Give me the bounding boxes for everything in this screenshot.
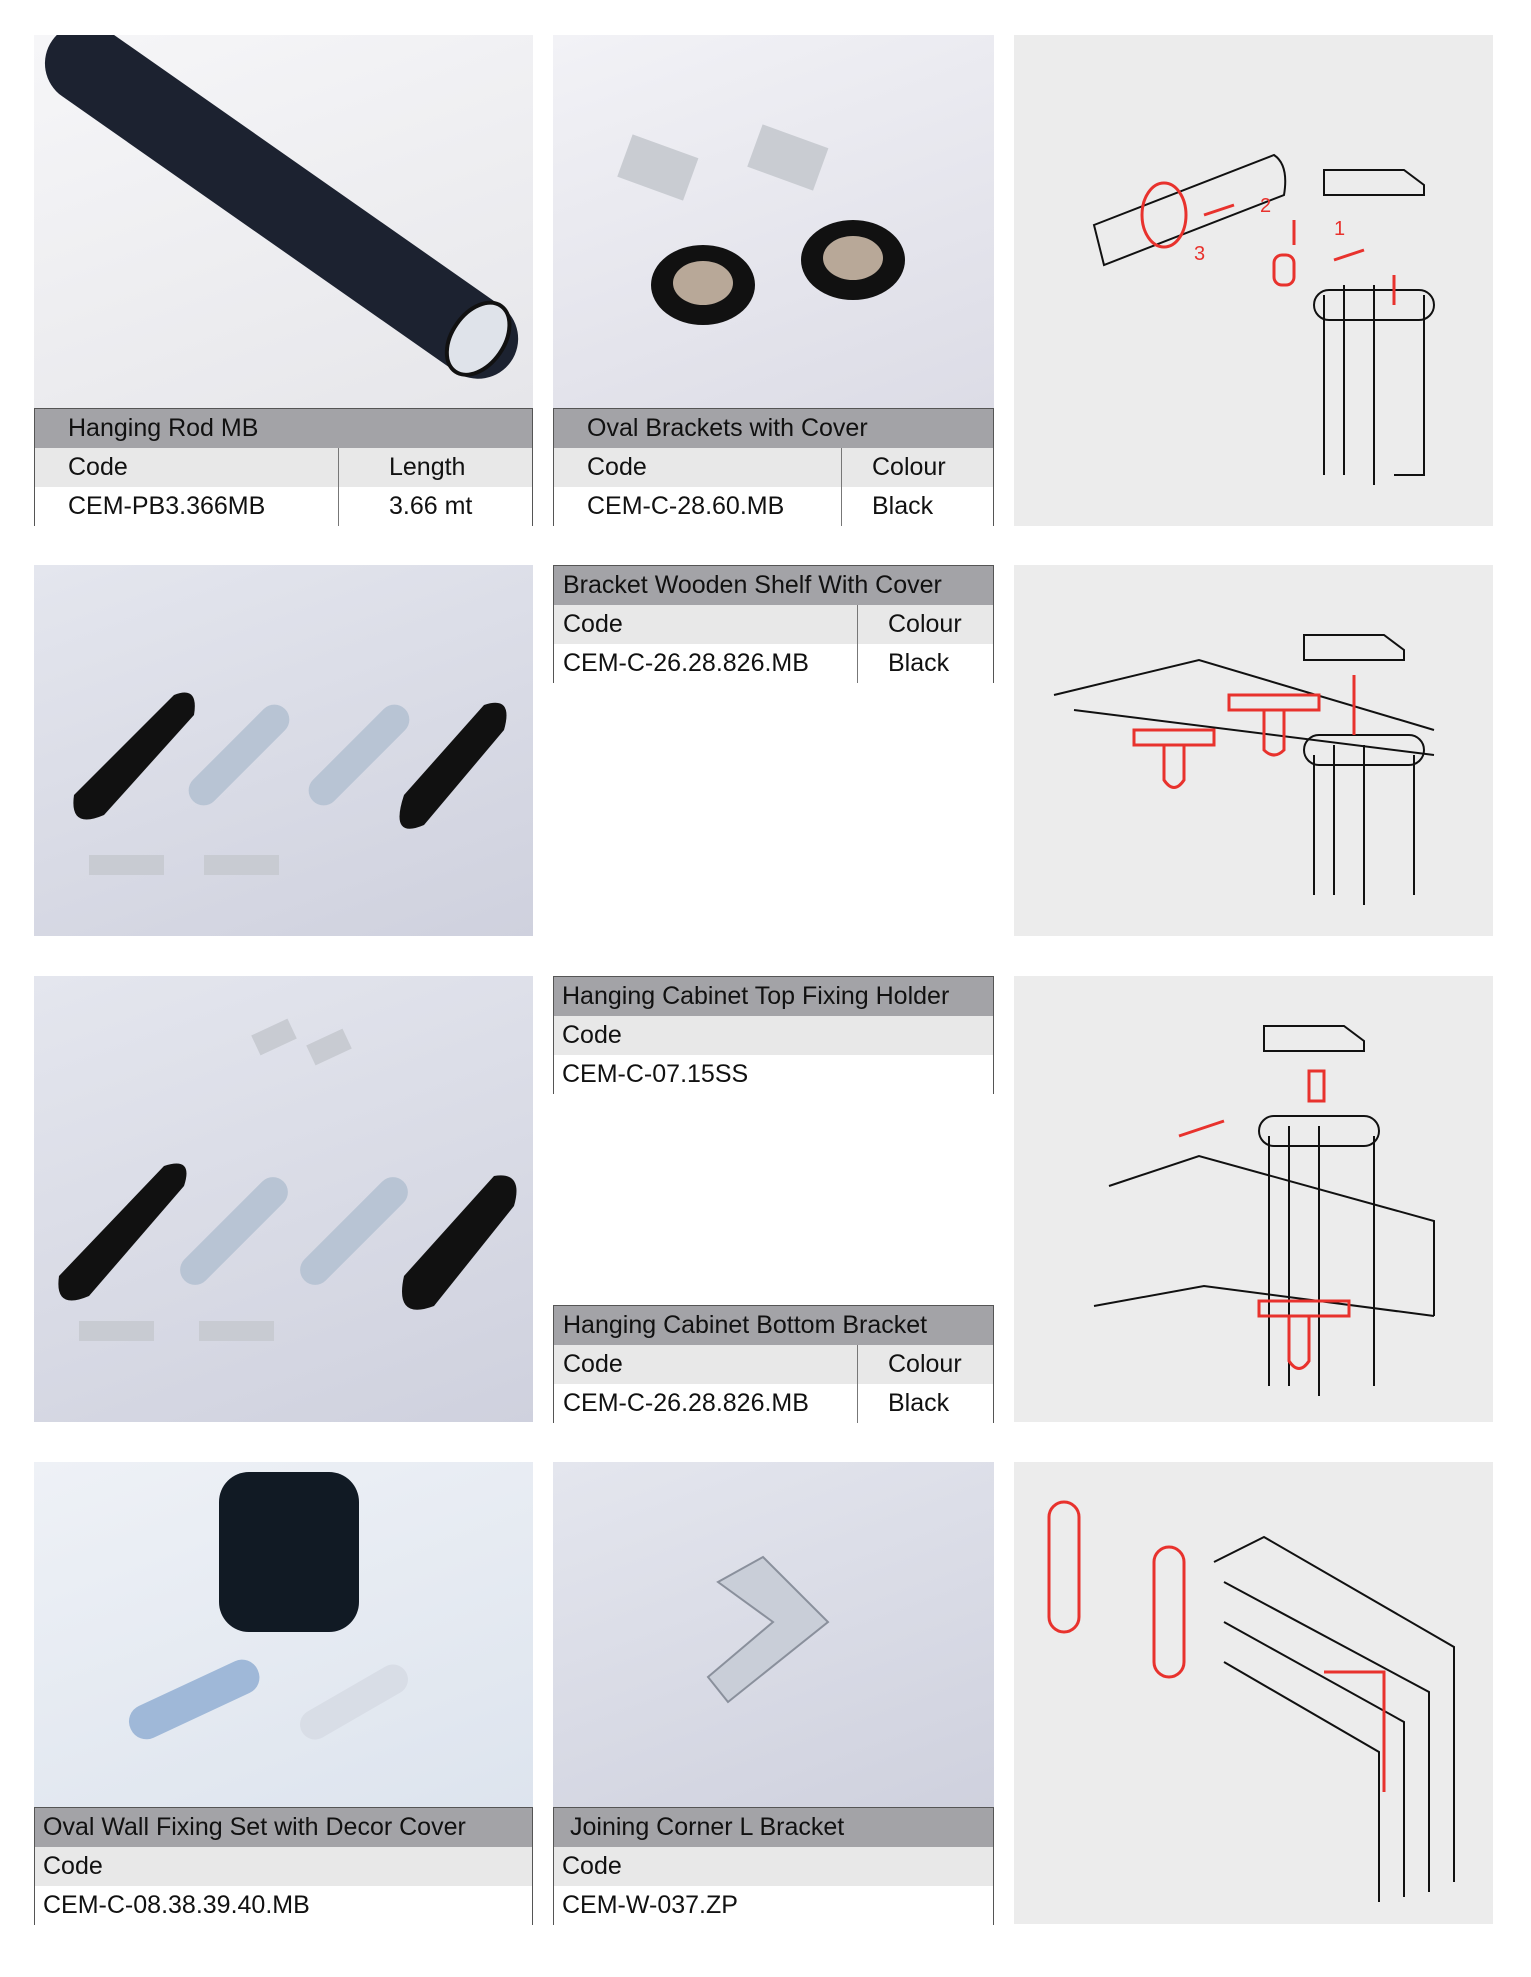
oval-brackets-photo xyxy=(553,35,994,408)
colour-label: Colour xyxy=(857,605,962,644)
code-label: Code xyxy=(43,1852,103,1880)
product-table-top-fixing-holder: Hanging Cabinet Top Fixing Holder Code C… xyxy=(553,976,994,1094)
code-label: Code xyxy=(563,610,623,638)
code-value: CEM-C-26.28.826.MB xyxy=(563,649,809,677)
product-title: Hanging Rod MB xyxy=(68,414,259,442)
product-title: Oval Wall Fixing Set with Decor Cover xyxy=(43,1813,466,1841)
colour-value: Black xyxy=(841,487,933,526)
colour-label: Colour xyxy=(857,1345,962,1384)
product-table-oval-brackets: Oval Brackets with Cover Code Colour CEM-… xyxy=(553,408,994,526)
code-label: Code xyxy=(68,453,128,481)
product-title: Oval Brackets with Cover xyxy=(587,414,868,442)
code-value: CEM-C-08.38.39.40.MB xyxy=(43,1891,310,1919)
code-value: CEM-W-037.ZP xyxy=(562,1891,738,1919)
bracket-wooden-shelf-photo xyxy=(34,565,533,936)
shelf-bracket-diagram xyxy=(1014,565,1493,936)
rod-assembly-diagram: 2 1 3 xyxy=(1014,35,1493,526)
step-3-label: 3 xyxy=(1194,243,1205,265)
product-title: Joining Corner L Bracket xyxy=(570,1813,845,1841)
top-fixing-holder-photo xyxy=(34,976,533,1422)
product-title: Hanging Cabinet Bottom Bracket xyxy=(563,1311,928,1339)
product-table-bracket-wooden-shelf: Bracket Wooden Shelf With Cover Code Colo… xyxy=(553,565,994,683)
code-label: Code xyxy=(563,1350,623,1378)
product-title: Hanging Cabinet Top Fixing Holder xyxy=(562,982,950,1010)
corner-l-bracket-photo xyxy=(553,1462,994,1807)
colour-value: Black xyxy=(857,644,949,683)
length-value: 3.66 mt xyxy=(338,487,472,526)
code-value: CEM-PB3.366MB xyxy=(68,492,266,520)
product-title: Bracket Wooden Shelf With Cover xyxy=(563,571,942,599)
code-label: Code xyxy=(562,1852,622,1880)
product-table-corner-l-bracket: Joining Corner L Bracket Code CEM-W-037.… xyxy=(553,1807,994,1925)
cabinet-fixing-diagram xyxy=(1014,976,1493,1422)
product-table-hanging-rod: Hanging Rod MB Code Length CEM-PB3.366MB 3… xyxy=(34,408,533,526)
code-value: CEM-C-28.60.MB xyxy=(587,492,785,520)
product-table-bottom-bracket: Hanging Cabinet Bottom Bracket Code Colou… xyxy=(553,1305,994,1423)
step-1-label: 1 xyxy=(1334,218,1345,240)
code-label: Code xyxy=(562,1021,622,1049)
oval-wall-fixing-photo xyxy=(34,1462,533,1807)
colour-value: Black xyxy=(857,1384,949,1423)
code-value: CEM-C-07.15SS xyxy=(562,1060,749,1088)
colour-label: Colour xyxy=(841,448,946,487)
length-label: Length xyxy=(338,448,465,487)
code-value: CEM-C-26.28.826.MB xyxy=(563,1389,809,1417)
step-2-label: 2 xyxy=(1260,195,1271,217)
wall-fixing-corner-diagram xyxy=(1014,1462,1493,1924)
hanging-rod-photo xyxy=(34,35,533,408)
product-table-oval-wall-fixing: Oval Wall Fixing Set with Decor Cover Co… xyxy=(34,1807,533,1925)
code-label: Code xyxy=(587,453,647,481)
